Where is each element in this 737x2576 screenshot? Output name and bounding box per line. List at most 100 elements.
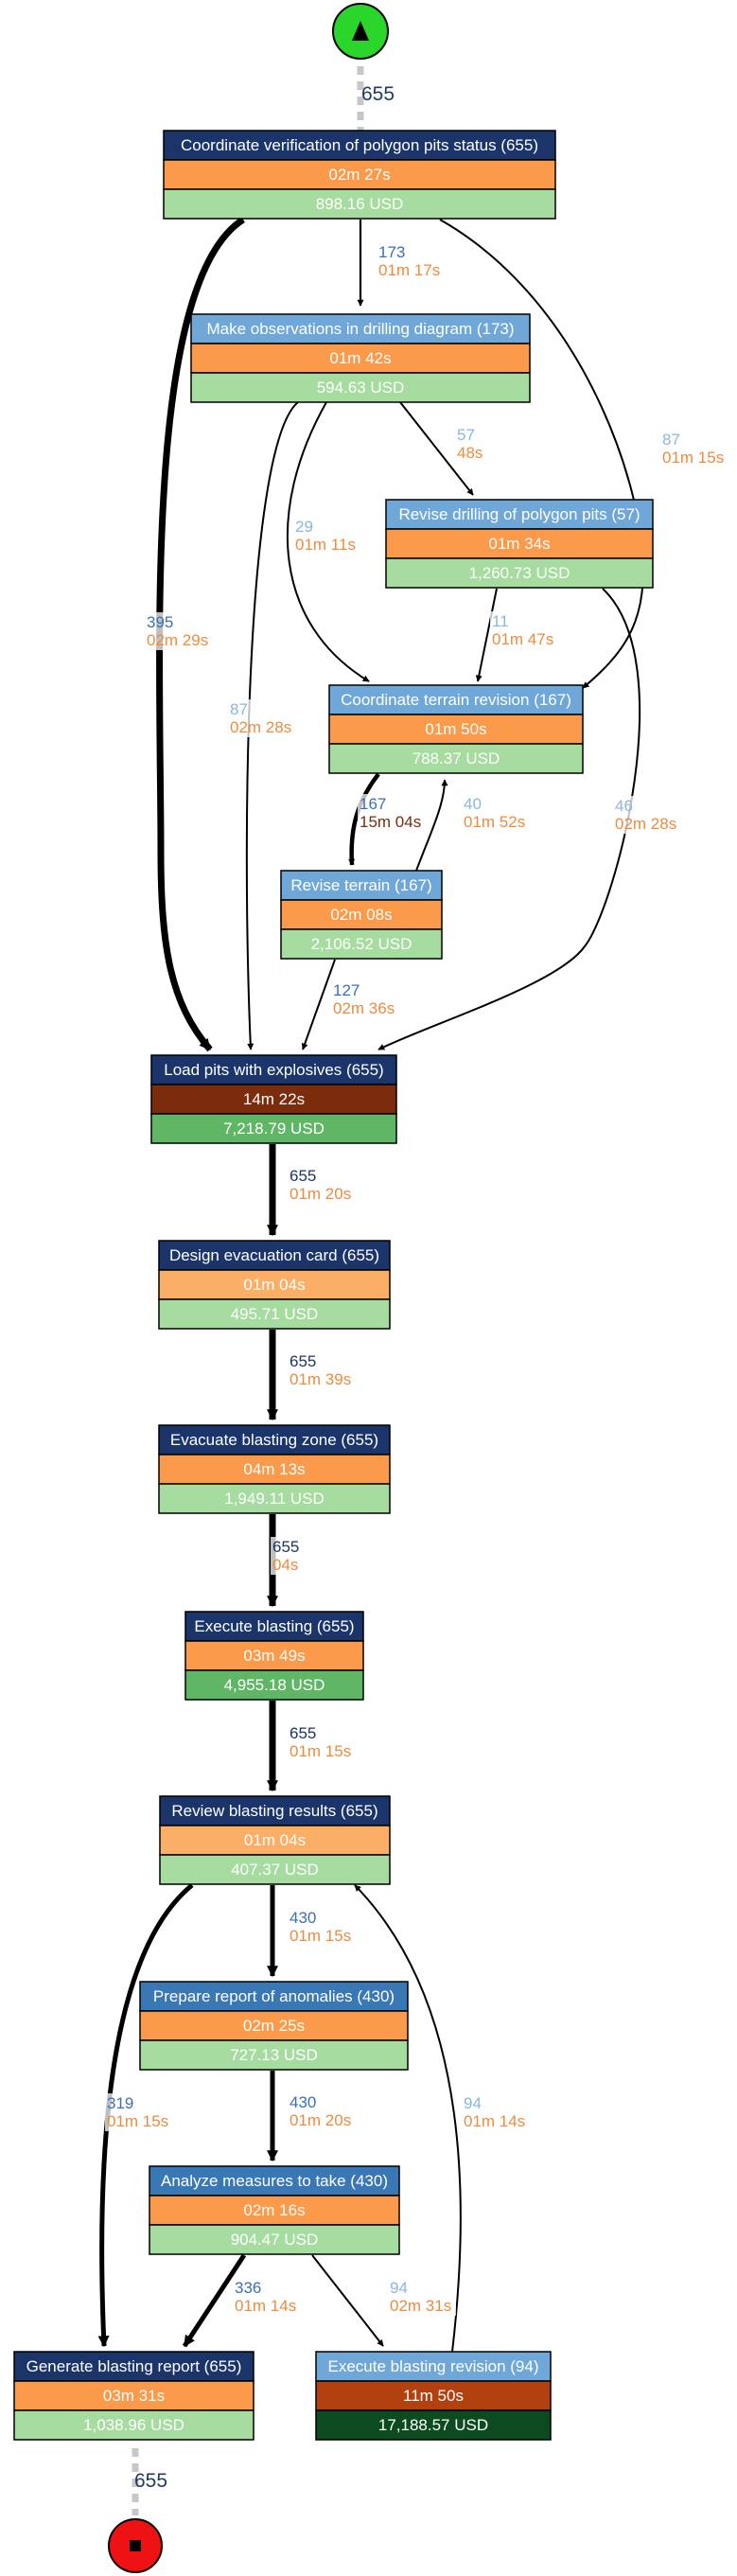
- activity-cost: 17,188.57 USD: [378, 2416, 488, 2434]
- activity-duration: 11m 50s: [403, 2387, 464, 2405]
- edge-duration-label: 01m 14s: [235, 2297, 296, 2315]
- edge-frequency-label: 57: [457, 426, 475, 444]
- activity-duration: 02m 16s: [243, 2201, 305, 2219]
- edge-label-background: [271, 1537, 339, 1575]
- activity-node-load-pits[interactable]: Load pits with explosives (655)14m 22s7,…: [150, 1054, 397, 1144]
- edge-label-background: [233, 2278, 301, 2316]
- activity-duration: 01m 04s: [244, 1831, 306, 1849]
- activity-cost: 7,218.79 USD: [223, 1120, 325, 1138]
- flow-edge-coord-verif-to-load-pits[interactable]: [156, 217, 245, 1052]
- activity-title: Execute blasting revision (94): [327, 2357, 538, 2375]
- edge-duration-label: 01m 15s: [290, 1927, 351, 1945]
- activity-node-revise-drilling[interactable]: Revise drilling of polygon pits (57)01m …: [385, 499, 654, 589]
- edge-label-background: [490, 611, 558, 649]
- edge-duration-label: 01m 14s: [464, 2112, 525, 2130]
- edge-duration-label: 01m 52s: [464, 813, 525, 831]
- edge-duration-label: 02m 36s: [333, 999, 395, 1017]
- activity-node-coord-verif[interactable]: Coordinate verification of polygon pits …: [163, 130, 556, 220]
- edge-frequency-label: 87: [662, 431, 680, 449]
- edge-frequency-label: 46: [615, 797, 633, 815]
- edge-label-background: [613, 796, 681, 834]
- nodes-layer: Coordinate verification of polygon pits …: [13, 130, 654, 2441]
- edge-label-background: [660, 430, 728, 468]
- flow-edge-make-obs-to-coord-terrain[interactable]: [286, 401, 370, 682]
- edge-label-background: [288, 1723, 356, 1761]
- edge-frequency-label: 127: [333, 981, 360, 999]
- activity-duration: 01m 34s: [488, 535, 550, 553]
- flow-edge-make-obs-to-load-pits[interactable]: [245, 401, 299, 1050]
- activity-duration: 14m 22s: [243, 1090, 305, 1108]
- activity-node-make-obs[interactable]: Make observations in drilling diagram (1…: [190, 313, 531, 403]
- end-node[interactable]: [108, 2518, 163, 2573]
- activity-node-coord-terrain[interactable]: Coordinate terrain revision (167)01m 50s…: [328, 684, 584, 774]
- activity-duration: 03m 49s: [243, 1647, 305, 1665]
- activity-cost: 4,955.18 USD: [224, 1676, 325, 1694]
- edge-duration-label: 02m 31s: [390, 2297, 451, 2315]
- play-triangle-icon: [352, 21, 369, 41]
- edge-label-background: [358, 794, 426, 832]
- flow-edge-revise-terrain-to-load-pits[interactable]: [301, 959, 336, 1050]
- activity-title: Make observations in drilling diagram (1…: [206, 320, 514, 338]
- activity-cost: 594.63 USD: [317, 379, 405, 397]
- edge-duration-label: 15m 04s: [360, 813, 421, 831]
- edge-frequency-label: 430: [290, 1909, 316, 1927]
- activity-node-evac-zone[interactable]: Evacuate blasting zone (655)04m 13s1,949…: [158, 1424, 391, 1514]
- edge-duration-label: 02m 28s: [230, 718, 291, 736]
- activity-title: Evacuate blasting zone (655): [170, 1431, 378, 1449]
- activity-duration: 02m 08s: [330, 906, 392, 924]
- activity-title: Coordinate terrain revision (167): [341, 691, 571, 709]
- edge-label-background: [288, 1908, 356, 1946]
- edge-label-background: [105, 2093, 173, 2131]
- edge-label-background: [145, 612, 213, 650]
- edges-layer: [97, 217, 645, 2353]
- activity-cost: 2,106.52 USD: [311, 935, 412, 953]
- flow-edge-make-obs-to-revise-drilling[interactable]: [399, 401, 474, 496]
- activity-duration: 02m 27s: [328, 166, 390, 184]
- edge-frequency-label: 87: [230, 700, 248, 718]
- edge-frequency-label: 655: [290, 1724, 316, 1742]
- activity-node-exec-revision[interactable]: Execute blasting revision (94) 11m 50s 17,…: [315, 2351, 552, 2441]
- edge-label-background: [388, 2278, 456, 2316]
- edge-frequency-label: 319: [107, 2094, 133, 2112]
- activity-node-design-evac[interactable]: Design evacuation card (655)01m 04s495.7…: [158, 1240, 391, 1330]
- activity-cost: 1,260.73 USD: [469, 564, 570, 582]
- activity-cost: 495.71 USD: [231, 1305, 319, 1323]
- activity-node-gen-report[interactable]: Generate blasting report (655)03m 31s1,0…: [13, 2351, 254, 2441]
- flow-edge-coord-terrain-to-revise-terrain[interactable]: [348, 772, 380, 866]
- edge-frequency-label: 173: [378, 243, 405, 261]
- flow-edge-exec-revision-to-review[interactable]: [354, 1884, 462, 2353]
- activity-cost: 904.47 USD: [231, 2231, 319, 2249]
- flow-edge-review-to-gen-report[interactable]: [97, 1883, 194, 2348]
- start-node[interactable]: [332, 3, 389, 60]
- edge-duration-label: 01m 20s: [290, 1185, 351, 1203]
- activity-title: Design evacuation card (655): [169, 1246, 379, 1264]
- flow-edge-revise-drilling-to-coord-terrain[interactable]: [475, 588, 498, 682]
- edge-frequency-label: 40: [464, 795, 482, 813]
- activity-node-review[interactable]: Review blasting results (655)01m 04s407.…: [159, 1795, 391, 1885]
- flow-edge-analyze-to-exec-revision[interactable]: [311, 2254, 384, 2347]
- activity-node-analyze[interactable]: Analyze measures to take (430) 02m 16s 904…: [149, 2165, 400, 2255]
- edge-duration-label: 04s: [272, 1556, 298, 1574]
- edge-frequency-label: 167: [360, 795, 386, 813]
- activity-node-prep-report[interactable]: Prepare report of anomalies (430)02m 25s…: [139, 1981, 409, 2071]
- activity-duration: 04m 13s: [243, 1460, 305, 1478]
- edge-frequency-label: 430: [290, 2093, 316, 2111]
- edge-frequency-label: 11: [492, 612, 509, 630]
- edge-label-background: [331, 980, 399, 1018]
- activity-title: Analyze measures to take (430): [161, 2172, 388, 2190]
- activity-node-exec-blast[interactable]: Execute blasting (655) 03m 49s 4,955.18 US…: [184, 1611, 364, 1701]
- activity-title: Coordinate verification of polygon pits …: [181, 136, 538, 154]
- edge-duration-label: 48s: [457, 444, 483, 462]
- edge-frequency-label: 29: [295, 518, 313, 536]
- edge-frequency-label: 94: [464, 2094, 482, 2112]
- activity-title: Execute blasting (655): [194, 1617, 354, 1635]
- flow-edge-revise-terrain-to-coord-terrain[interactable]: [415, 779, 448, 872]
- flow-edge-analyze-to-gen-report[interactable]: [182, 2253, 247, 2348]
- activity-cost: 1,038.96 USD: [83, 2416, 184, 2434]
- activity-title: Review blasting results (655): [171, 1802, 377, 1820]
- flow-edge-revise-drilling-to-load-pits[interactable]: [377, 588, 641, 1050]
- edge-label-background: [462, 794, 530, 832]
- edge-label-background: [377, 242, 445, 280]
